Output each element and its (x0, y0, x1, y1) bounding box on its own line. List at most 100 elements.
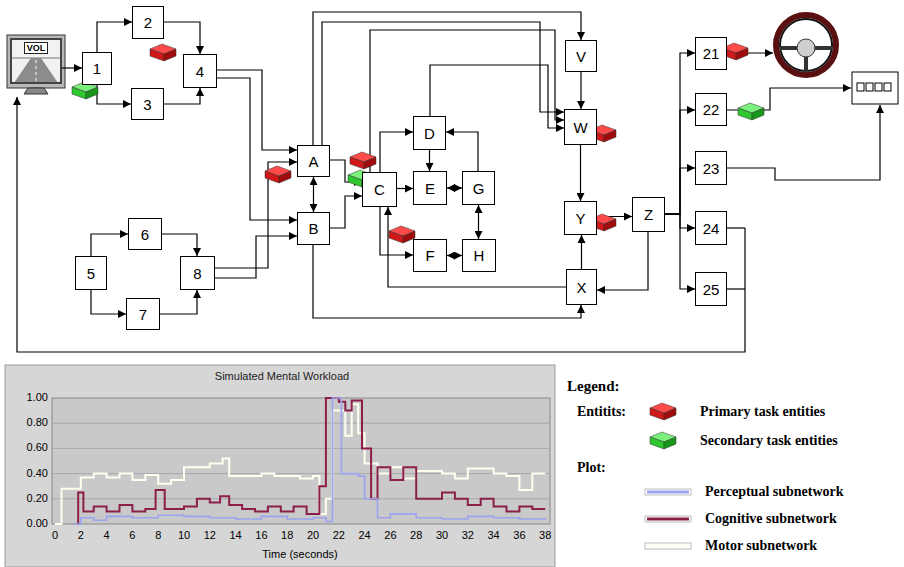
wire (727, 227, 745, 228)
display-cell (857, 83, 864, 91)
connector-arrow (478, 205, 479, 239)
connector-arrow (380, 132, 413, 172)
process-box: B (297, 212, 330, 245)
output-wires (17, 53, 880, 352)
cube-side (650, 437, 664, 449)
process-box: 23 (695, 151, 727, 185)
connector-arrow (217, 78, 297, 220)
connector-arrow (313, 12, 581, 145)
primary-task-entity (265, 166, 291, 183)
process-box: Z (632, 197, 665, 232)
legend-label: Cognitive subnetwork (705, 510, 837, 527)
box-label: D (424, 125, 435, 142)
axis-tick: 14 (229, 529, 241, 542)
display-box (852, 72, 898, 104)
legend-line-frame (645, 516, 691, 522)
process-box: W (564, 109, 597, 145)
box-label: 2 (144, 14, 152, 31)
legend-entity-sample (650, 432, 676, 449)
cube-side (350, 157, 364, 169)
connector-arrow (665, 214, 695, 289)
process-box: D (413, 116, 446, 150)
box-label: 3 (143, 96, 151, 113)
feedback-wire (17, 97, 745, 352)
monitor-icon (7, 35, 65, 94)
process-box: 24 (695, 211, 727, 245)
connector-arrow (447, 255, 462, 256)
process-box: 6 (128, 218, 162, 250)
perceptual-series (74, 398, 545, 524)
axis-tick: 16 (255, 529, 267, 542)
monitor-screen (11, 39, 61, 84)
cube-side (150, 49, 164, 61)
primary-task-entity (389, 226, 415, 243)
cube-side (650, 408, 664, 420)
connector-arrow (91, 290, 126, 314)
connector-arrow (397, 188, 413, 189)
axis-tick: 1.00 (27, 391, 48, 404)
process-box: Y (564, 201, 597, 235)
cube-side (604, 219, 616, 231)
road-marking (36, 60, 37, 83)
legend-label: Primary task entities (700, 403, 825, 420)
process-box: 8 (180, 256, 215, 290)
axis-tick: 4 (104, 529, 110, 542)
legend-label: Motor subnetwork (705, 537, 817, 554)
primary-task-entity (150, 44, 176, 61)
process-box: F (413, 239, 447, 272)
chart-frame (5, 365, 555, 567)
process-box: 25 (695, 272, 727, 306)
axis-tick: 26 (384, 529, 396, 542)
cube-side (389, 231, 403, 243)
process-box: C (362, 172, 397, 207)
axis-tick: 30 (436, 529, 448, 542)
connector-arrow (97, 85, 131, 104)
wire (727, 105, 880, 180)
process-box: G (462, 171, 495, 205)
box-label: 24 (703, 220, 720, 237)
connector-arrow (164, 88, 200, 104)
legend-label: Perceptual subnetwork (705, 483, 844, 500)
box-label: X (576, 279, 586, 296)
grid-line (52, 448, 550, 449)
connector-arrow (330, 196, 362, 228)
wire (727, 288, 745, 289)
box-label: 22 (703, 101, 720, 118)
axis-tick: 0.00 (27, 517, 48, 530)
connector-arrow (665, 168, 695, 214)
process-box: 4 (183, 54, 217, 88)
connector-arrow (370, 30, 564, 172)
connector-arrow (313, 177, 314, 212)
legend-entity-sample (650, 403, 676, 420)
secondary-task-entity (738, 103, 764, 120)
axis-tick: 18 (281, 529, 293, 542)
primary-task-entity (350, 152, 376, 169)
connector-arrow (91, 234, 128, 256)
wheel-hub (797, 39, 815, 57)
display-cell (884, 83, 891, 91)
wheel-rim (776, 15, 836, 75)
box-label: Y (575, 210, 585, 227)
connector-arrow (313, 245, 581, 318)
axis-tick: 10 (178, 529, 190, 542)
box-label: G (473, 180, 485, 197)
box-label: 6 (141, 226, 149, 243)
connector-arrow (580, 72, 581, 109)
cube-side (86, 87, 98, 99)
box-label: E (425, 180, 435, 197)
box-label: Z (644, 206, 653, 223)
cube-side (279, 171, 291, 183)
cube-side (664, 408, 676, 420)
cube-side (664, 437, 676, 449)
legend-heading: Legend: (567, 377, 620, 395)
axis-tick: 0.60 (27, 441, 48, 454)
axis-tick: 6 (129, 529, 135, 542)
axis-tick: 22 (333, 529, 345, 542)
box-label: 25 (703, 281, 720, 298)
legend-label: Secondary task entities (700, 432, 838, 449)
process-box: 1 (82, 52, 112, 85)
process-box: 5 (75, 256, 107, 290)
process-box: 21 (695, 37, 727, 70)
cube-side (752, 108, 764, 120)
connector-arrow (581, 235, 582, 269)
